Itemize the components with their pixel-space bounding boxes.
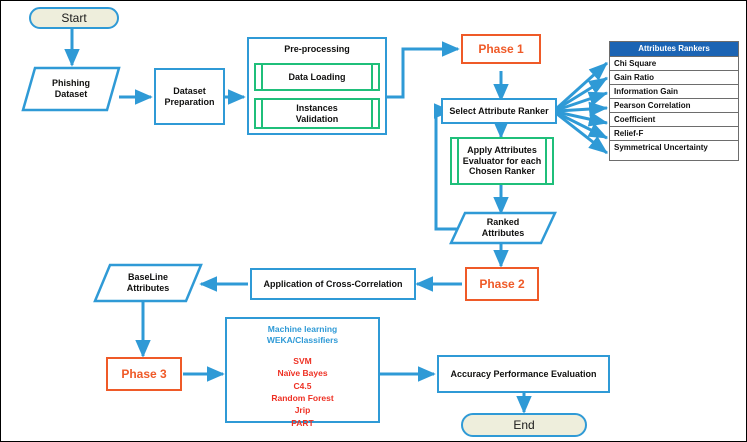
attributes-ranker-row: Coefficient: [610, 113, 738, 127]
group-preprocessing-title: Pre-processing: [284, 44, 350, 54]
ml-classifier-item: Jrip: [294, 405, 311, 416]
node-phase-2[interactable]: Phase 2: [465, 267, 539, 301]
node-data-loading-label: Data Loading: [288, 71, 346, 82]
node-end-label: End: [513, 417, 535, 432]
parallelogram-shape: [21, 66, 121, 112]
attributes-ranker-row: Gain Ratio: [610, 71, 738, 85]
node-phase-3[interactable]: Phase 3: [106, 357, 182, 391]
node-data-loading[interactable]: Data Loading: [254, 63, 380, 91]
ml-classifier-item: Random Forest: [271, 392, 334, 403]
node-phase-3-label: Phase 3: [121, 366, 167, 381]
attributes-ranker-row: Pearson Correlation: [610, 99, 738, 113]
node-phase-1-label: Phase 1: [478, 41, 524, 56]
node-end[interactable]: End: [461, 413, 587, 437]
node-accuracy-performance-evaluation-label: Accuracy Performance Evaluation: [450, 368, 597, 379]
ml-classifier-item: PART: [291, 417, 314, 428]
attributes-rankers-header: Attributes Rankers: [610, 42, 738, 57]
node-cross-correlation[interactable]: Application of Cross-Correlation: [250, 268, 416, 300]
node-phase-2-label: Phase 2: [479, 276, 525, 291]
parallelogram-shape: [93, 263, 203, 303]
node-select-attribute-ranker-label: Select Attribute Ranker: [449, 105, 549, 116]
node-start[interactable]: Start: [29, 7, 119, 29]
attributes-ranker-row: Chi Square: [610, 57, 738, 71]
node-phase-1[interactable]: Phase 1: [461, 34, 541, 64]
node-cross-correlation-label: Application of Cross-Correlation: [263, 278, 403, 289]
attributes-ranker-row: Symmetrical Uncertainty: [614, 143, 708, 152]
parallelogram-shape: [449, 211, 557, 245]
ml-classifier-item: SVM: [293, 355, 312, 366]
ml-classifier-item: Naïve Bayes: [277, 368, 328, 379]
node-accuracy-performance-evaluation[interactable]: Accuracy Performance Evaluation: [437, 355, 610, 393]
node-select-attribute-ranker[interactable]: Select Attribute Ranker: [441, 98, 557, 124]
ml-classifier-item: C4.5: [293, 380, 312, 391]
attributes-ranker-row: Relief-F: [610, 127, 738, 141]
node-start-label: Start: [61, 10, 87, 25]
attributes-ranker-row: Information Gain: [610, 85, 738, 99]
